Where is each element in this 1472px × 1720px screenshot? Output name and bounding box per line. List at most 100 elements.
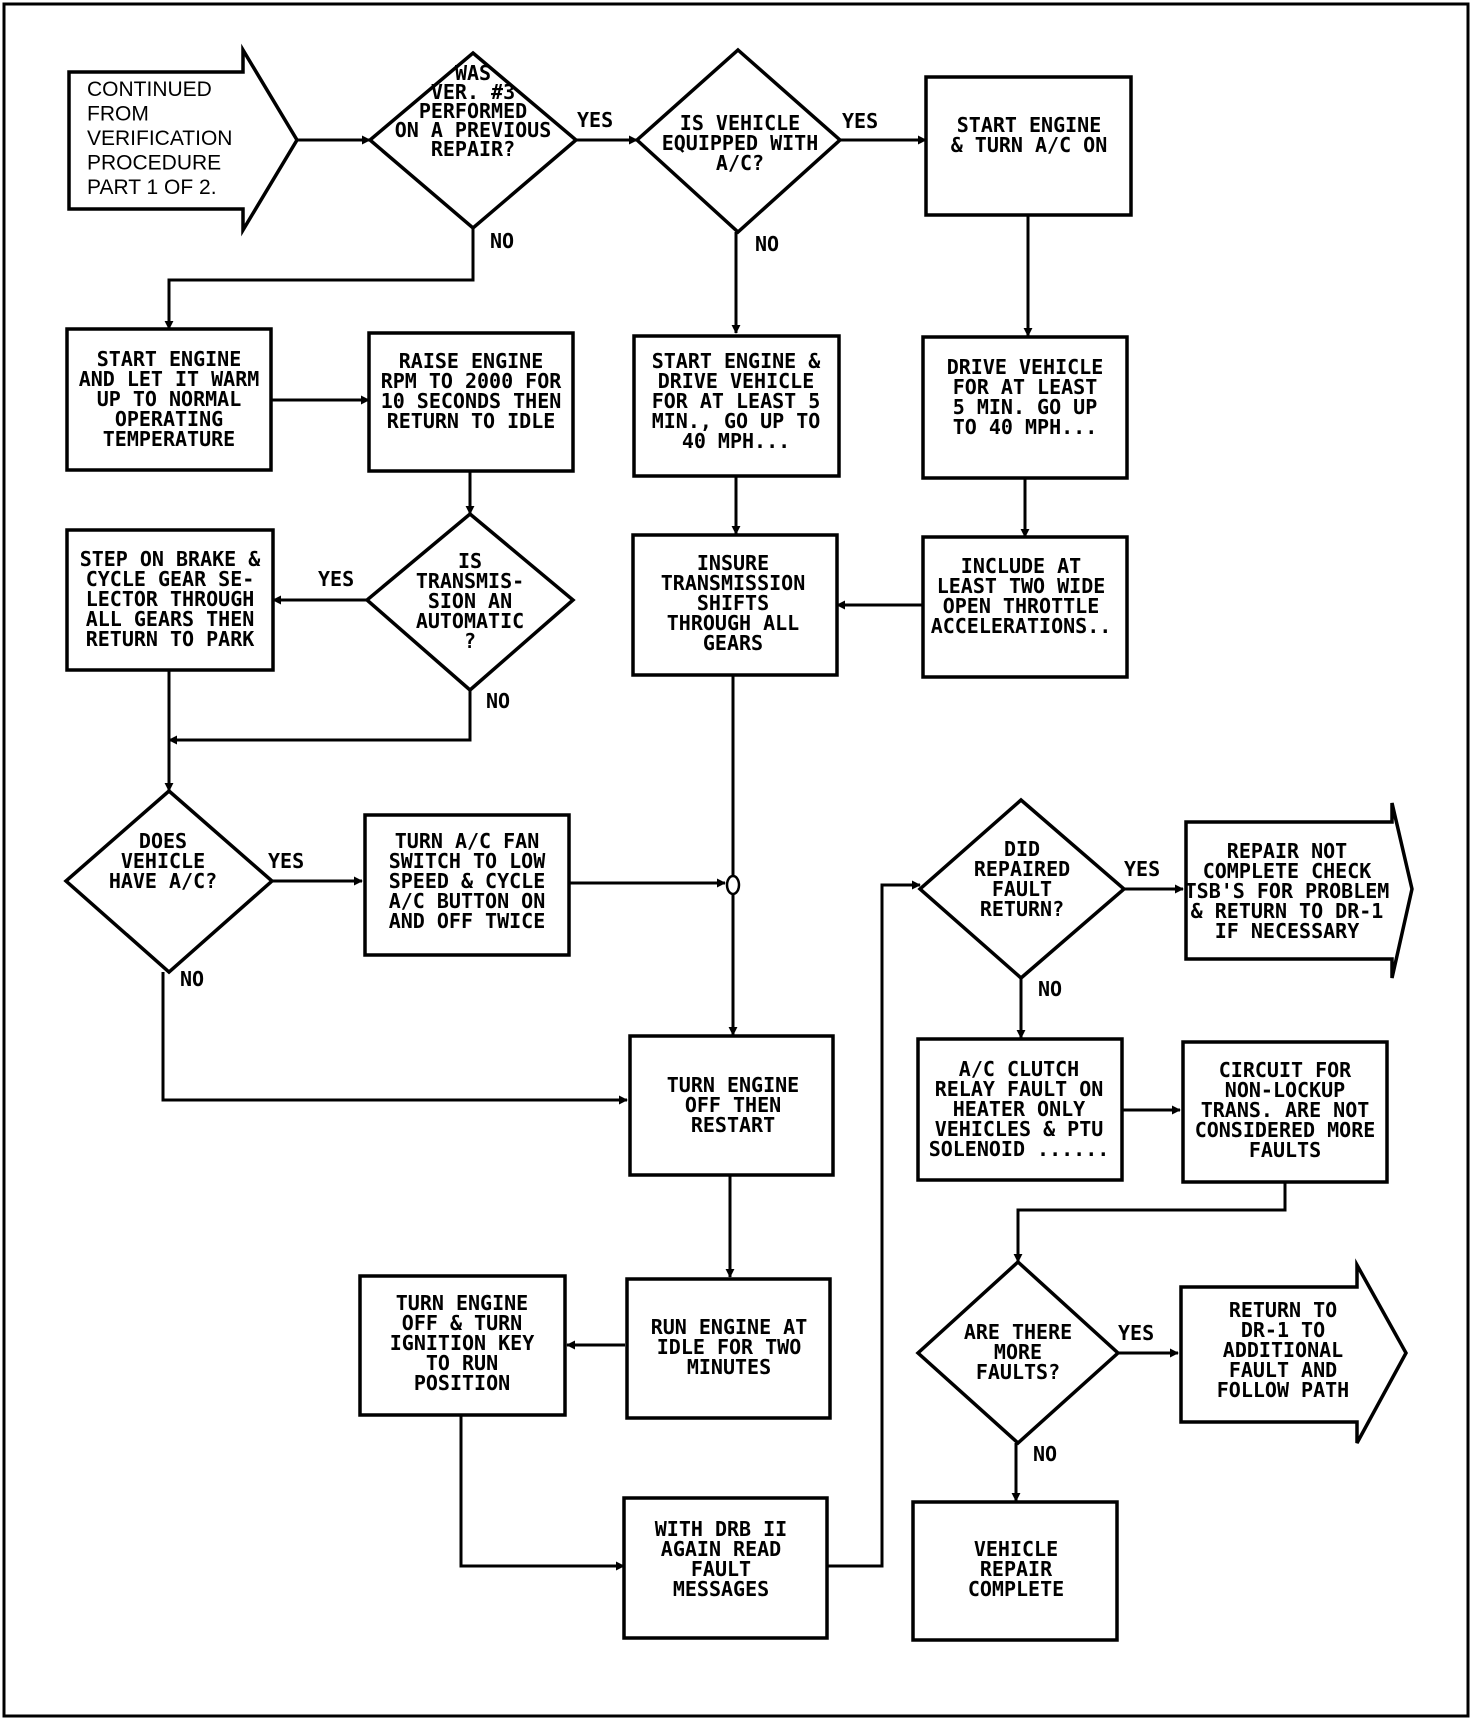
return-dr1-line: DR-1 TO	[1241, 1318, 1325, 1342]
key-run-line: TO RUN	[426, 1351, 498, 1375]
relay-fault-line: HEATER ONLY	[953, 1097, 1085, 1121]
did-return-line: REPAIRED	[974, 857, 1070, 881]
more-faults-line: MORE	[994, 1340, 1042, 1364]
idle-2-line: IDLE FOR TWO	[657, 1335, 802, 1359]
circuit-line: TRANS. ARE NOT	[1201, 1098, 1370, 1122]
step-brake-line: RETURN TO PARK	[86, 627, 255, 651]
insure-line: INSURE	[697, 551, 769, 575]
circuit-line: FAULTS	[1249, 1138, 1321, 1162]
turn-fan-line: SPEED & CYCLE	[389, 869, 546, 893]
connectors	[161, 135, 1287, 1571]
include-wot-line: ACCELERATIONS..	[931, 614, 1112, 638]
drive-5b-box	[921, 335, 1129, 480]
return-dr1-line: FAULT AND	[1229, 1358, 1337, 1382]
didreturn-no-label: NO	[1038, 977, 1062, 1001]
insure-line: THROUGH ALL	[667, 611, 799, 635]
not-complete-line: COMPLETE CHECK	[1203, 859, 1372, 883]
raise-rpm-box	[367, 331, 575, 473]
drive-5a-line: 40 MPH...	[682, 429, 790, 453]
step-brake-box	[65, 528, 275, 672]
relay-fault-line: SOLENOID ......	[929, 1137, 1110, 1161]
start-ac-line: START ENGINE	[957, 113, 1102, 137]
start-line: VERIFICATION	[87, 127, 232, 150]
warm-up-box	[65, 327, 273, 472]
not-complete-line: & RETURN TO DR-1	[1191, 899, 1384, 923]
more-faults-line: ARE THERE	[964, 1320, 1072, 1344]
edge-key-to-read	[459, 1415, 625, 1571]
complete-line: COMPLETE	[968, 1577, 1064, 1601]
include-wot-box	[921, 535, 1129, 679]
doesac-yes-label: YES	[268, 849, 304, 873]
return-dr1-line: FOLLOW PATH	[1217, 1378, 1349, 1402]
branch-tags: YES NO YES NO YES NO YES NO YES NO YES N…	[180, 108, 1160, 1466]
did-return-line: DID	[1004, 837, 1040, 861]
return-dr1-line: ADDITIONAL	[1223, 1338, 1343, 1362]
more-yes-label: YES	[1118, 1321, 1154, 1345]
read-faults-box	[622, 1496, 829, 1640]
idle-2-line: RUN ENGINE AT	[651, 1315, 808, 1339]
is-auto-line: AUTOMATIC	[416, 609, 524, 633]
is-ac-decision	[634, 47, 843, 235]
drive-5a-line: MIN., GO UP TO	[652, 409, 821, 433]
was-ver3-line: VER. #3	[431, 80, 515, 104]
read-faults-line: MESSAGES	[673, 1577, 769, 1601]
ver3-yes-label: YES	[577, 108, 613, 132]
is-auto-decision	[364, 511, 576, 693]
raise-rpm-line: RETURN TO IDLE	[387, 409, 556, 433]
drive-5a-line: START ENGINE &	[652, 349, 822, 373]
start-line: CONTINUED	[87, 78, 212, 101]
is-auto-line: TRANSMIS-	[416, 569, 524, 593]
circuit-line: CONSIDERED MORE	[1195, 1118, 1376, 1142]
edge-doesac-no	[161, 972, 628, 1105]
does-ac-line: HAVE A/C?	[109, 869, 217, 893]
drive-5b-line: 5 MIN. GO UP	[953, 395, 1098, 419]
start-line: FROM	[87, 103, 149, 126]
is-auto-line: ?	[464, 629, 476, 653]
relay-fault-line: A/C CLUTCH	[959, 1057, 1079, 1081]
return-dr1-arrow-shape	[1179, 1258, 1408, 1444]
raise-rpm-line: 10 SECONDS THEN	[381, 389, 562, 413]
start-line: PROCEDURE	[87, 152, 221, 175]
drive-5a-line: DRIVE VEHICLE	[658, 369, 815, 393]
restart-line: OFF THEN	[685, 1093, 781, 1117]
start-ac-text: START ENGINE& TURN A/C ON	[951, 113, 1108, 157]
not-complete-arrow-shape	[1184, 802, 1414, 979]
edge-circuit-to-more	[1013, 1182, 1287, 1263]
not-complete-line: IF NECESSARY	[1215, 919, 1360, 943]
drive-5b-line: DRIVE VEHICLE	[947, 355, 1104, 379]
start-ac-box	[924, 75, 1133, 217]
relay-fault-line: VEHICLES & PTU	[935, 1117, 1104, 1141]
edge-auto-no	[168, 690, 472, 745]
drive-5a-line: FOR AT LEAST 5	[652, 389, 821, 413]
was-ver3-line: PERFORMED	[419, 99, 527, 123]
junction-connector	[725, 874, 741, 896]
auto-yes-label: YES	[318, 567, 354, 591]
more-faults-decision	[915, 1259, 1121, 1446]
did-return-decision	[917, 797, 1127, 981]
did-return-line: FAULT	[992, 877, 1052, 901]
key-run-line: TURN ENGINE	[396, 1291, 528, 1315]
was-ver3-decision	[367, 50, 579, 231]
restart-line: RESTART	[691, 1113, 775, 1137]
idle-2-box	[625, 1277, 832, 1420]
was-ver3-line: REPAIR?	[431, 137, 515, 161]
does-ac-decision	[63, 788, 275, 975]
